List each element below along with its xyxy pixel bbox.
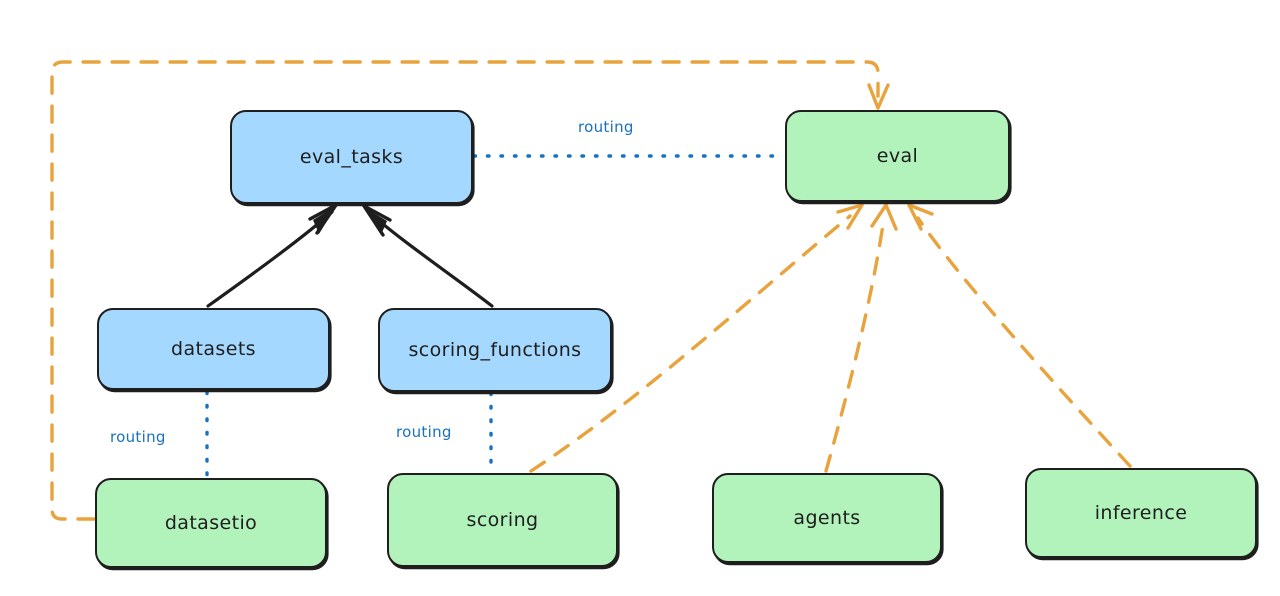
node-label: inference: [1094, 502, 1188, 524]
node-label: eval_tasks: [299, 146, 404, 168]
node-label: eval: [876, 145, 919, 167]
node-label: datasetio: [164, 512, 258, 534]
edge-inference-to-eval: [907, 203, 1132, 468]
node-label: scoring: [466, 509, 539, 531]
node-label: scoring_functions: [408, 339, 582, 361]
node-eval[interactable]: eval: [785, 110, 1010, 202]
edge-label-routing-datasets-datasetio: routing: [110, 428, 166, 446]
edge-datasets-to-eval-tasks: [206, 203, 338, 308]
edge-label-routing-eval-tasks-eval: routing: [578, 118, 634, 136]
node-inference[interactable]: inference: [1025, 468, 1257, 558]
node-label: datasets: [171, 338, 256, 360]
node-datasetio[interactable]: datasetio: [95, 478, 327, 568]
node-datasets[interactable]: datasets: [97, 308, 330, 390]
node-scoring-functions[interactable]: scoring_functions: [378, 308, 612, 392]
edge-scoring-functions-to-eval-tasks: [362, 204, 494, 308]
edge-datasetio-to-eval: [50, 60, 890, 521]
edge-agents-to-eval: [824, 203, 898, 473]
node-eval-tasks[interactable]: eval_tasks: [230, 110, 473, 204]
node-scoring[interactable]: scoring: [387, 473, 618, 567]
edge-scoring-to-eval: [529, 203, 864, 473]
node-label: agents: [793, 507, 861, 529]
edge-label-routing-scoring-functions-scoring: routing: [396, 423, 452, 441]
node-agents[interactable]: agents: [712, 473, 942, 563]
